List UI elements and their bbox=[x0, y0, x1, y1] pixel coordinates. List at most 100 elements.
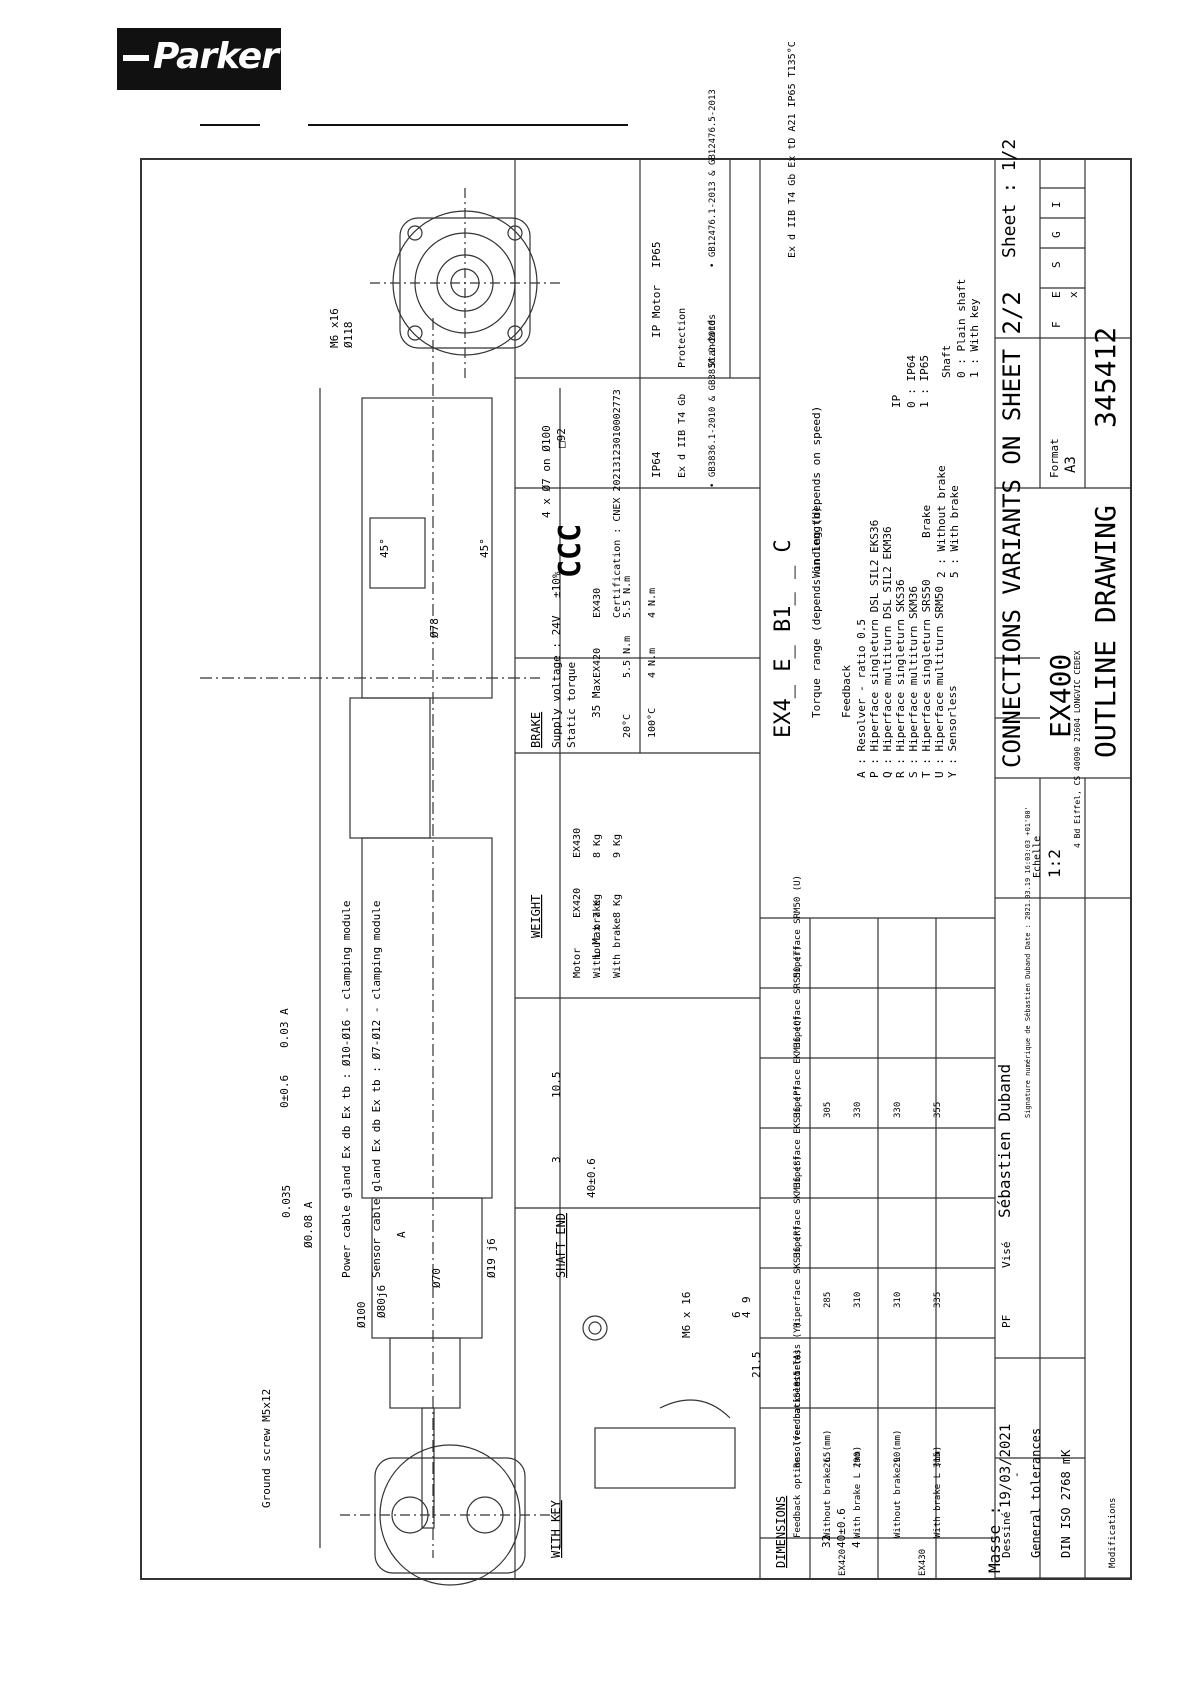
checked-by: Sébastien Duband bbox=[995, 1064, 1014, 1218]
cert-standards-ip65: • GB12476.1-2013 & GB12476.5-2013 bbox=[708, 89, 718, 268]
weight-r2-motor: EX430 bbox=[572, 828, 583, 858]
ground-screw-label: Ground screw M5x12 bbox=[260, 1389, 273, 1508]
dim-cell: 330 bbox=[893, 1102, 903, 1118]
shaft-option-1: 1 : With key bbox=[968, 298, 981, 378]
shaft-option-0: 0 : Plain shaft bbox=[955, 279, 968, 378]
weight-r1-motor: EX420 bbox=[572, 888, 583, 918]
dim-square92: □92 bbox=[555, 428, 568, 448]
rev-mark: x bbox=[1067, 291, 1080, 298]
brake-h-ex430: EX430 bbox=[592, 588, 603, 618]
feedback-a: A : Resolver - ratio 0.5 bbox=[855, 619, 868, 778]
dim-perp-003: 0.03 A bbox=[278, 1008, 291, 1048]
dim-header-3: Hiperface SKS36 (R) bbox=[793, 1225, 803, 1328]
feedback-t: T : Hiperface singleturn SRS50 bbox=[920, 579, 933, 778]
brake-r1-temp: 20°C bbox=[622, 714, 633, 738]
weight-h-without: Without brake bbox=[592, 900, 603, 978]
cert-standards-label: Standards bbox=[707, 314, 718, 368]
rev-f: F bbox=[1050, 321, 1063, 328]
dimensions-table: Feedback options (feedback letter)Resolv… bbox=[793, 875, 943, 1576]
dim-header-2: Sensorless (Y) bbox=[793, 1322, 803, 1398]
cert-ip-header: IP Motor bbox=[650, 285, 663, 338]
designed-date: 19/03/2021 bbox=[998, 1424, 1014, 1508]
dim-row-label-2: Without brake L (mm) bbox=[893, 1430, 903, 1538]
modifications-label: Modifications bbox=[1108, 1498, 1118, 1568]
ip-option-1: 1 : IP65 bbox=[918, 355, 931, 408]
code-torque-range: Torque range (depends on length) bbox=[810, 506, 823, 718]
feedback-p: P : Hiperface singleturn DSL SIL2 EKS36 bbox=[868, 520, 881, 778]
cert-protection-ip65: Ex d IIB T4 Gb Ex tD A21 IP65 T135°C bbox=[787, 41, 798, 258]
weight-h-with: With brake bbox=[612, 918, 623, 978]
weight-r1-without: 7 Kg bbox=[592, 894, 603, 918]
weight-r2-without: 8 Kg bbox=[592, 834, 603, 858]
weight-h-motor: Motor bbox=[572, 948, 583, 978]
dim-0-06: 0±0.6 bbox=[278, 1075, 291, 1108]
weight-r1-with: 8 Kg bbox=[612, 894, 623, 918]
dimensions-title: DIMENSIONS bbox=[774, 1496, 788, 1568]
dim-shaft-4: 4 bbox=[740, 1311, 753, 1318]
dim-holes: 4 x Ø7 on Ø100 bbox=[540, 425, 553, 518]
brake-static: Static torque bbox=[565, 662, 578, 748]
brake-r2-ex420: 4 N.m bbox=[647, 648, 658, 678]
dim-cell: 285 bbox=[823, 1292, 833, 1308]
brake-supply: Supply voltage : 24V bbox=[550, 615, 563, 748]
dim-cell: 335 bbox=[933, 1292, 943, 1308]
rev-e: E bbox=[1050, 291, 1063, 298]
masse-label: Masse : bbox=[985, 1506, 1004, 1573]
dim-cell: 330 bbox=[853, 1102, 863, 1118]
drawing-frame bbox=[140, 158, 1132, 1580]
brake-option-2: 2 : Without brake bbox=[935, 465, 948, 578]
dim-row-label-0: Without brake L (mm) bbox=[823, 1430, 833, 1538]
dim-concentricity: Ø0.08 A bbox=[302, 1201, 315, 1248]
dash: - bbox=[1010, 1471, 1023, 1478]
scale-label: Echelle bbox=[1032, 836, 1043, 878]
cert-protection-label: Protection bbox=[677, 308, 688, 368]
feedback-q: Q : Hiperface multiturn DSL SIL2 EKM36 bbox=[881, 526, 894, 778]
dim-cell: 265 bbox=[823, 1452, 833, 1468]
dim-40-06: 40±0.6 bbox=[585, 1158, 598, 1198]
code-feedback-title: Feedback bbox=[840, 665, 853, 718]
brake-h-ex420: EX420 bbox=[592, 648, 603, 678]
dim-lmax: L Max bbox=[590, 925, 603, 958]
dim-shaft-9: 9 bbox=[740, 1296, 753, 1303]
dim-cell: 310 bbox=[853, 1292, 863, 1308]
cert-protection-ip64: Ex d IIB T4 Gb bbox=[677, 394, 688, 478]
cert-standards-ip64: • GB3836.1-2010 & GB3836.2-2010 bbox=[708, 320, 718, 488]
certification-number: Certification : CNEX 20213123010002773 bbox=[612, 389, 623, 618]
connections-note: CONNECTIONS VARIANTS ON SHEET 2/2 bbox=[998, 291, 1026, 768]
dim-row-label-3: With brake L (mm) bbox=[933, 1446, 943, 1538]
technical-drawing: WITH KEY SHAFT END Ground screw M5x12 Po… bbox=[200, 41, 1132, 1586]
ip-option-0: 0 : IP64 bbox=[905, 355, 918, 408]
brake-r2-ex430: 4 N.m bbox=[647, 588, 658, 618]
dim-key-4: 4 bbox=[850, 1541, 863, 1548]
brake-r2-temp: 100°C bbox=[647, 708, 658, 738]
power-gland-label: Power cable gland Ex db Ex tb : Ø10-Ø16 … bbox=[340, 901, 353, 1279]
feedback-y: Y : Sensorless bbox=[946, 685, 959, 778]
brake-r1-ex420: 5.5 N.m bbox=[622, 636, 633, 678]
drawing-title: OUTLINE DRAWING bbox=[1089, 505, 1122, 758]
sheet-number: Sheet : 1/2 bbox=[999, 139, 1020, 258]
dim-shaft-6: 6 bbox=[730, 1311, 743, 1318]
product-name: EX400 bbox=[1044, 654, 1077, 738]
tolerance-std: DIN ISO 2768 mK bbox=[1059, 1449, 1073, 1558]
rev-g: G bbox=[1050, 231, 1063, 238]
format-label: Format bbox=[1048, 438, 1061, 478]
dim-header-1: Resolver ratio 0.5 (A) bbox=[793, 1349, 803, 1468]
general-tolerances: General tolerances bbox=[1029, 1428, 1043, 1558]
dim-10-5: 10.5 bbox=[550, 1072, 563, 1099]
code-shaft-title: Shaft bbox=[940, 345, 953, 378]
dim-datum-a: A bbox=[395, 1231, 408, 1238]
header-rule-long bbox=[308, 124, 628, 126]
dim-m6x16: M6 x16 bbox=[328, 308, 341, 348]
dim-d100: Ø100 bbox=[355, 1302, 368, 1329]
shaft-end-label: SHAFT END bbox=[554, 1213, 568, 1278]
scale-value: 1:2 bbox=[1045, 849, 1064, 878]
brake-option-5: 5 : With brake bbox=[948, 485, 961, 578]
dim-d78: Ø78 bbox=[428, 618, 441, 638]
drawing-number: 345412 bbox=[1089, 327, 1122, 428]
dim-shaft-m6: M6 x 16 bbox=[680, 1292, 693, 1338]
feedback-u: U : Hiperface multiturn SRM50 bbox=[933, 586, 946, 778]
dim-d19j6: Ø19 j6 bbox=[485, 1238, 498, 1278]
signature-note: Signature numérique de Sébastien Duband … bbox=[1024, 806, 1032, 1118]
dim-row-label-1: With brake L (mm) bbox=[853, 1446, 863, 1538]
header-rule-short bbox=[200, 124, 260, 126]
